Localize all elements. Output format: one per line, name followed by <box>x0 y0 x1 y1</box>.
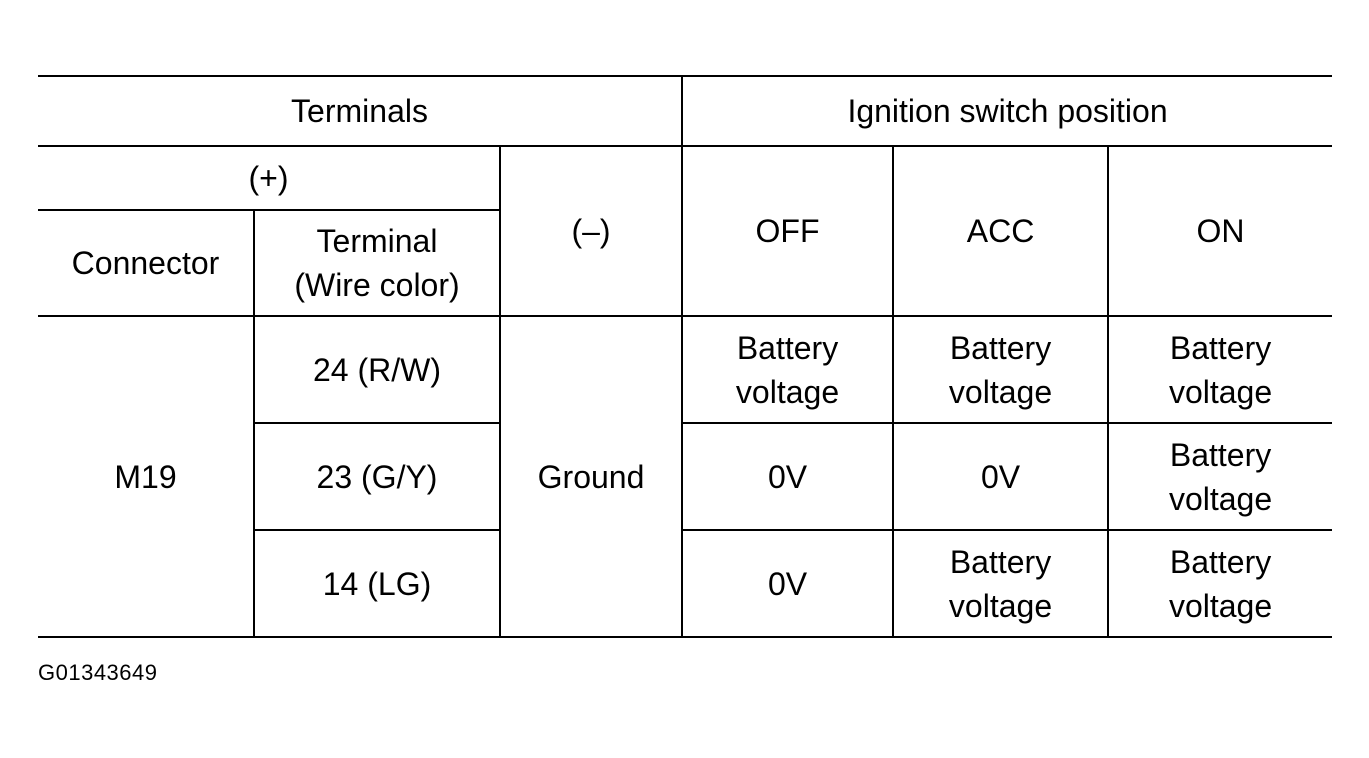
terminal-wire-color-header: Terminal (Wire color) <box>253 209 500 317</box>
value-line: voltage <box>1168 373 1273 410</box>
off-header: OFF <box>681 145 895 317</box>
off-value-cell: 0V <box>681 422 895 531</box>
acc-value-cell: Battery voltage <box>892 315 1110 424</box>
ground-cell: Ground <box>498 315 684 638</box>
minus-header: (–) <box>498 145 684 317</box>
value-line: voltage <box>735 373 840 410</box>
acc-header: ACC <box>892 145 1110 317</box>
connector-cell: M19 <box>38 315 255 638</box>
terminals-header: Terminals <box>38 75 684 147</box>
ignition-switch-position-header: Ignition switch position <box>681 75 1333 147</box>
connector-header: Connector <box>38 209 255 317</box>
off-value-cell: Battery voltage <box>681 315 895 424</box>
terminal-cell: 24 (R/W) <box>253 315 501 424</box>
off-value-cell: 0V <box>681 529 895 638</box>
value-line: 0V <box>980 458 1021 495</box>
value-line: Battery <box>949 329 1052 366</box>
on-value-cell: Battery voltage <box>1107 422 1333 531</box>
plus-header: (+) <box>38 145 501 211</box>
value-line: Battery <box>1169 329 1272 366</box>
terminal-voltage-table: Terminals Ignition switch position (+) (… <box>38 75 1333 638</box>
terminal-cell: 23 (G/Y) <box>254 422 501 531</box>
value-line: Battery <box>736 329 839 366</box>
acc-value-cell: Battery voltage <box>892 529 1110 638</box>
table-row: 23 (G/Y) 0V 0V Battery voltage <box>38 422 1333 531</box>
value-line: voltage <box>1168 480 1273 517</box>
on-value-cell: Battery voltage <box>1107 529 1333 638</box>
acc-value-cell: 0V <box>892 422 1110 531</box>
value-line: voltage <box>948 587 1053 624</box>
on-header: ON <box>1107 145 1333 317</box>
value-line: 0V <box>767 458 808 495</box>
value-line: Battery <box>1169 436 1272 473</box>
value-line: Battery <box>949 543 1052 580</box>
value-line: voltage <box>1168 587 1273 624</box>
figure-id: G01343649 <box>38 660 158 685</box>
terminal-header-line1: Terminal <box>316 223 438 259</box>
on-value-cell: Battery voltage <box>1107 315 1333 424</box>
value-line: voltage <box>948 373 1053 410</box>
value-line: Battery <box>1169 543 1272 580</box>
table-row: M19 24 (R/W) Ground Battery voltage Batt… <box>38 315 1333 638</box>
value-line: 0V <box>767 565 808 602</box>
terminal-cell: 14 (LG) <box>254 529 501 638</box>
terminal-header-line2: (Wire color) <box>294 267 460 303</box>
table-row: 14 (LG) 0V Battery voltage Battery volta… <box>38 529 1333 638</box>
